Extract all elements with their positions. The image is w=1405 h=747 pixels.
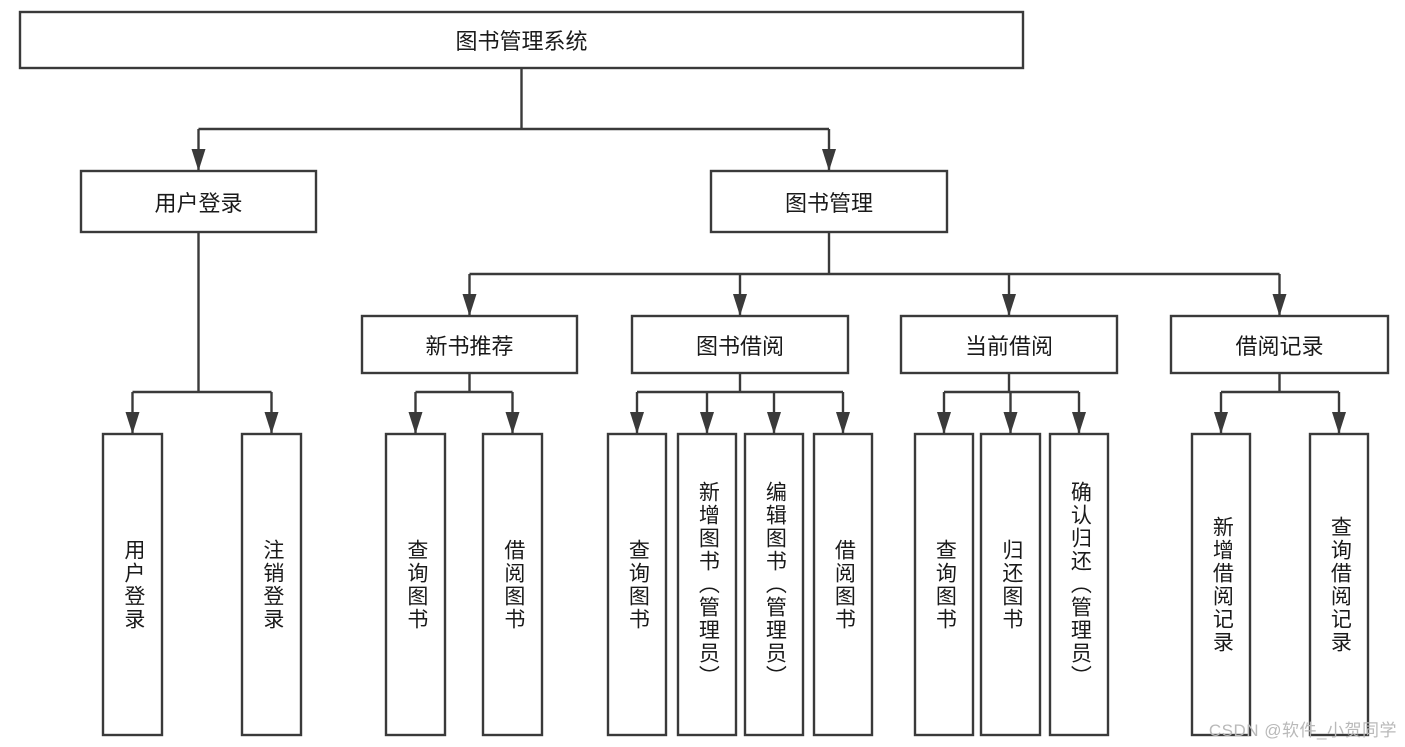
arrow-head-icon (125, 412, 140, 434)
node-box-leaf-return-book[interactable] (979, 432, 1042, 737)
arrow-head-icon (1002, 294, 1016, 316)
arrow-head-icon (191, 149, 206, 171)
node-box-leaf-borrow-book[interactable] (812, 432, 874, 737)
arrow-head-icon (1003, 412, 1018, 434)
connector-lines (125, 68, 1346, 434)
arrow-head-icon (1072, 412, 1086, 434)
node-box-leaf-query-book-rec[interactable] (384, 432, 447, 737)
node-box-leaf-query-book-cur[interactable] (913, 432, 975, 737)
node-box-root[interactable] (18, 10, 1025, 70)
node-box-leaf-confirm-return[interactable] (1048, 432, 1110, 737)
node-box-leaf-logout[interactable] (240, 432, 303, 737)
arrow-head-icon (700, 412, 714, 434)
node-box-leaf-query-record[interactable] (1308, 432, 1370, 737)
arrow-head-icon (822, 149, 836, 171)
node-box-leaf-edit-book[interactable] (743, 432, 805, 737)
node-box-user-login[interactable] (79, 169, 318, 234)
node-box-leaf-user-login[interactable] (101, 432, 164, 737)
arrow-head-icon (408, 412, 423, 434)
node-box-leaf-add-book[interactable] (676, 432, 738, 737)
node-boxes (18, 10, 1390, 737)
node-box-leaf-borrow-book-rec[interactable] (481, 432, 544, 737)
node-box-leaf-query-book-borrow[interactable] (606, 432, 668, 737)
node-box-new-book-recommend[interactable] (360, 314, 579, 375)
arrow-head-icon (462, 294, 477, 316)
arrow-head-icon (630, 412, 644, 434)
node-box-leaf-add-record[interactable] (1190, 432, 1252, 737)
arrow-head-icon (1214, 412, 1228, 434)
arrow-head-icon (733, 294, 747, 316)
arrow-head-icon (1332, 412, 1346, 434)
arrow-head-icon (505, 412, 520, 434)
arrow-head-icon (264, 412, 279, 434)
csdn-watermark: CSDN @软件_小贺同学 (1208, 721, 1397, 740)
arrow-head-icon (836, 412, 850, 434)
node-box-current-borrow[interactable] (899, 314, 1119, 375)
node-box-borrow-record[interactable] (1169, 314, 1390, 375)
arrow-head-icon (767, 412, 781, 434)
arrow-head-icon (1272, 294, 1287, 316)
arrow-head-icon (937, 412, 951, 434)
node-box-book-borrow[interactable] (630, 314, 850, 375)
node-box-book-manage[interactable] (709, 169, 949, 234)
